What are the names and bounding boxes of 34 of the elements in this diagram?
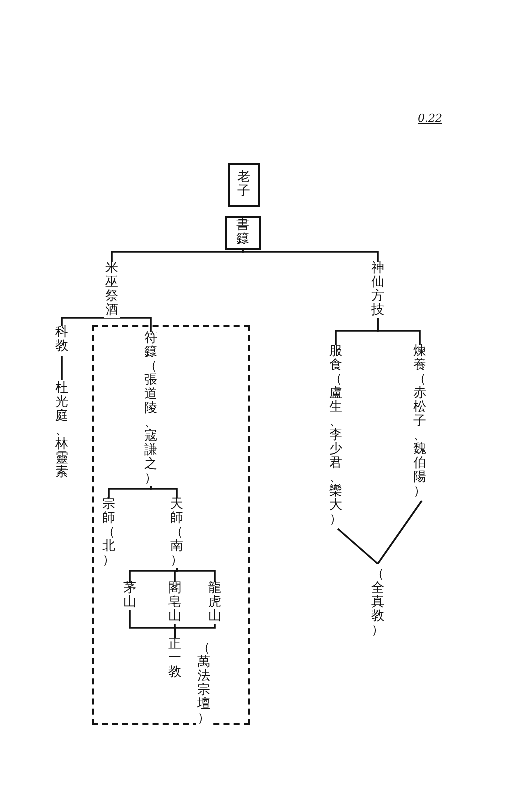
vertical-label: 杜光庭、林靈素 [54,382,70,480]
vertical-label: 茅山 [122,582,138,610]
dashed-frame [92,325,250,725]
connector-line [377,318,421,345]
vertical-label: 服食（盧生、李少君、欒大） [328,345,344,527]
connector-line [111,317,152,332]
box-text: 老子 [236,171,252,199]
vertical-label: （全真教） [370,568,386,638]
vertical-label: 正一教 [167,638,183,680]
note-label: （萬法宗壇） [196,642,212,726]
vertical-label: 科教 [54,326,70,354]
vertical-label: 神仙方技 [370,262,386,318]
connector-line [242,250,379,262]
name-box [225,216,261,250]
connector-line [377,500,423,565]
vertical-label: 天師（南） [169,498,185,568]
connector-line [111,250,244,262]
connector-line [61,317,113,326]
connector-line [174,568,178,582]
vertical-label: 符籙（張道陵、寇謙之） [143,332,159,486]
connector-line [176,568,216,582]
vertical-label: 米巫祭酒 [104,262,120,318]
connector-line [108,486,152,498]
name-box [228,163,260,207]
vertical-label: 閣皂山 [167,582,183,624]
connector-line [61,356,63,380]
vertical-label: 宗師（北） [101,498,117,568]
box-text: 書籙 [236,219,250,247]
connector-line [174,624,216,638]
vertical-label: 煉養（赤松子、魏伯陽） [412,345,428,499]
connector-line [150,486,178,498]
vertical-label: 龍虎山 [207,582,223,624]
page-number: 0.22 [418,112,442,125]
connector-line [337,528,379,565]
